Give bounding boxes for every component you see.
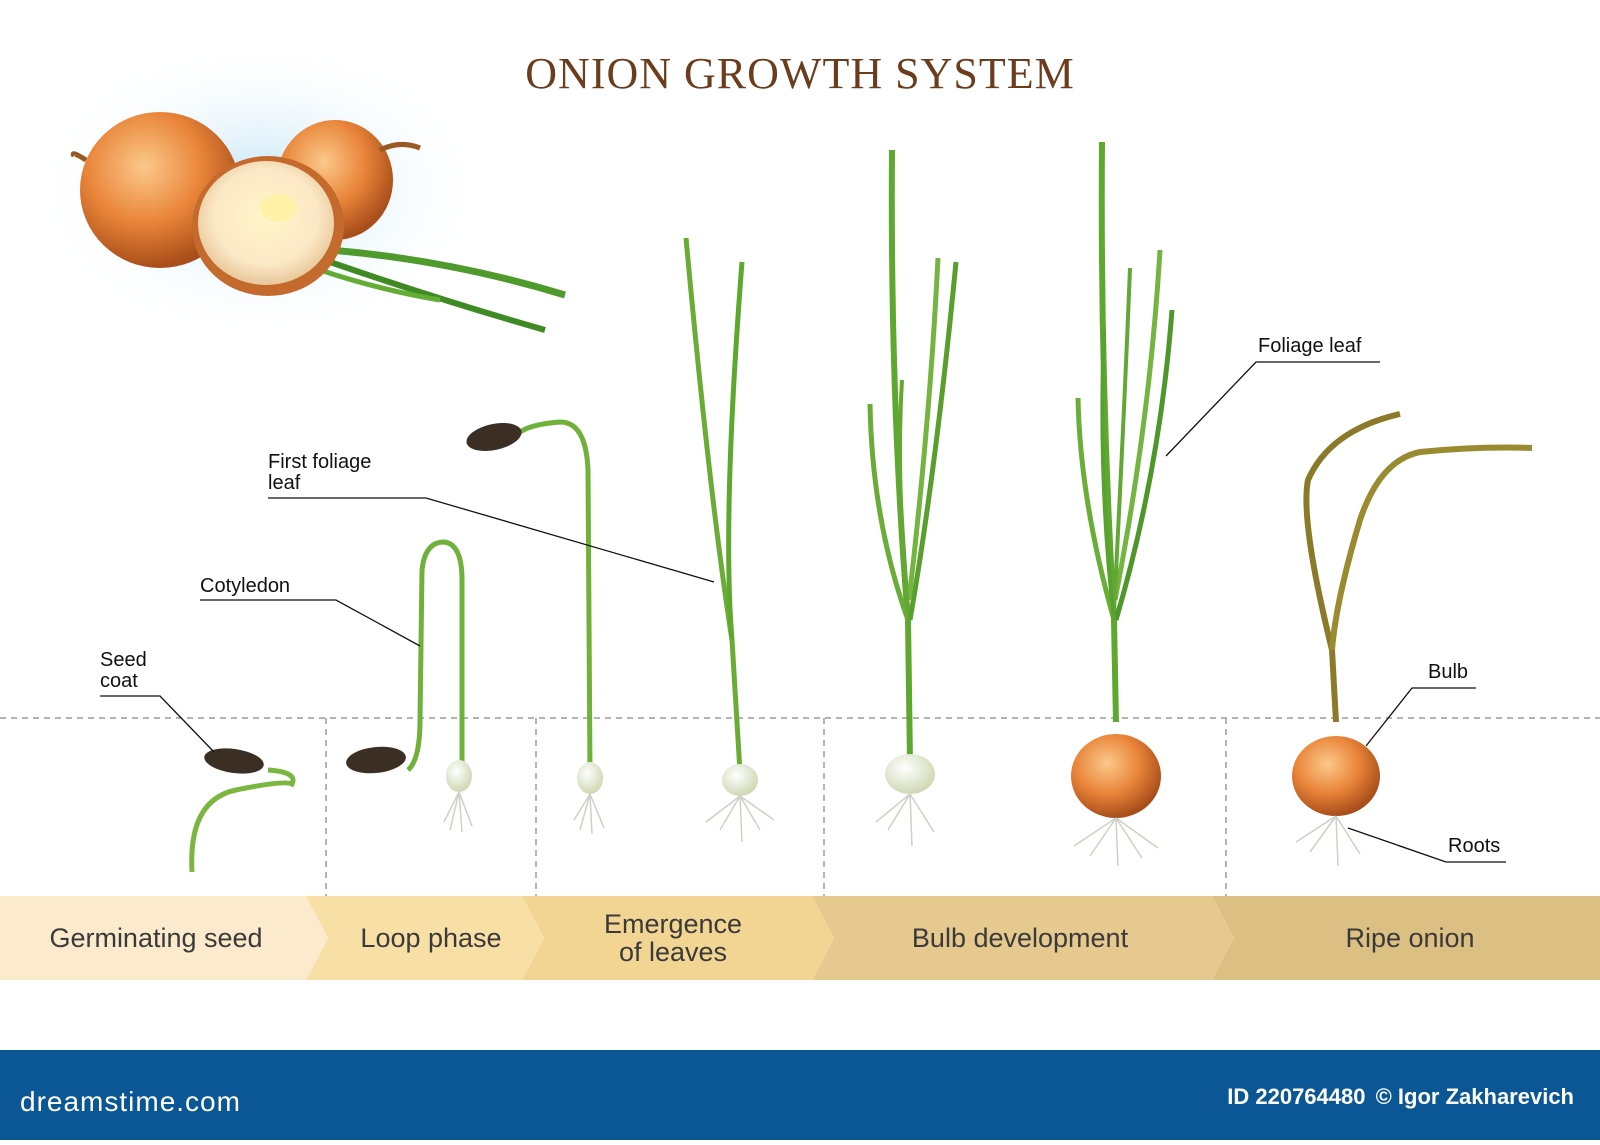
label-bulb: Bulb	[1428, 661, 1469, 683]
plant-bulb-development-b	[1071, 141, 1175, 867]
stage-segment-emergence-of-leaves	[522, 896, 834, 980]
label-roots: Roots	[1448, 835, 1501, 857]
footer-brand[interactable]: dreamstime.com	[20, 1086, 241, 1117]
plant-loop-phase-a	[346, 539, 473, 833]
leader-lines	[100, 361, 1506, 863]
stage-segment-germinating-seed	[0, 896, 328, 980]
label-foliage-leaf: Foliage leaf	[1258, 335, 1362, 357]
label-seed-coat-text: Seed coat	[100, 649, 147, 692]
stage-label-loop-phase: Loop phase	[360, 923, 502, 953]
stage-segment-loop-phase	[306, 896, 544, 980]
stage-arrow-band	[0, 896, 1600, 980]
plant-ripe-onion	[1292, 411, 1533, 867]
plant-bulb-development-a	[867, 149, 959, 847]
label-seed-coat: Seed coat	[100, 650, 147, 692]
plant-germinating-seed	[189, 748, 296, 873]
plant-emergence-of-leaves	[683, 237, 775, 843]
stage-label-germinating-seed: Germinating seed	[49, 923, 263, 953]
stage-segment-bulb-development	[812, 896, 1234, 980]
label-cotyledon: Cotyledon	[200, 575, 291, 597]
page-title: ONION GROWTH SYSTEM	[525, 49, 1075, 98]
hero-onions-illustration	[30, 40, 567, 340]
label-first-foliage-leaf: First foliage leaf	[268, 451, 372, 494]
stage-label-ripe-onion: Ripe onion	[1345, 923, 1475, 953]
footer-author: © Igor Zakharevich	[1375, 1084, 1574, 1109]
footer-bar	[0, 1050, 1600, 1140]
stage-label-bulb-development: Bulb development	[911, 923, 1129, 953]
plant-loop-phase-b	[466, 419, 605, 835]
footer-credit: ID 220764480 © Igor Zakharevich	[1223, 1084, 1574, 1110]
stage-label-emergence-of-leaves: Emergence of leaves	[603, 909, 743, 967]
footer-image-id: ID 220764480	[1227, 1084, 1366, 1109]
stage-segment-ripe-onion	[1212, 896, 1600, 980]
